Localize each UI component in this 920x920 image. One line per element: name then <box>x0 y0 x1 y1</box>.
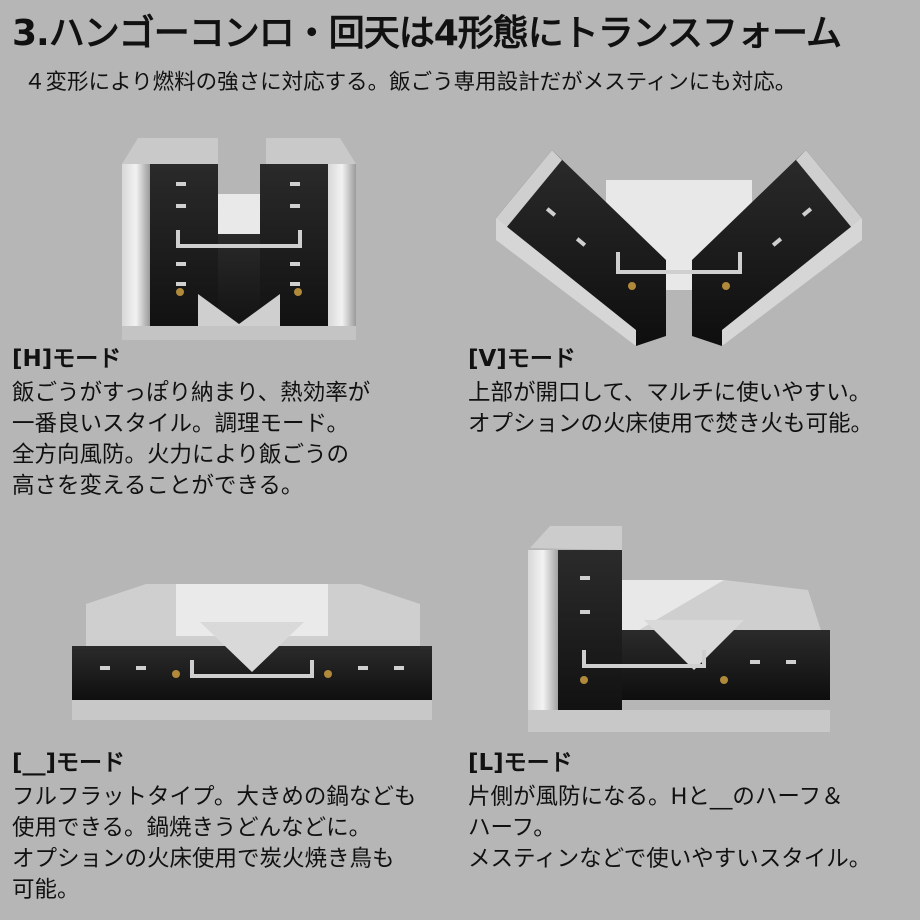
h-mode-line: 飯ごうがすっぽり納まり、熱効率が <box>12 380 371 406</box>
flat-mode-description: フルフラットタイプ。大きめの鍋なども 使用できる。鍋焼きうどんなどに。 オプショ… <box>12 782 462 906</box>
h-mode-stove-photo <box>118 134 360 346</box>
flat-mode-title: [__]モード <box>12 750 126 776</box>
v-mode-line: 上部が開口して、マルチに使いやすい。 <box>468 380 872 406</box>
page-title: 3.ハンゴーコンロ・回天は4形態にトランスフォーム <box>12 13 842 54</box>
v-mode-stove-photo <box>496 140 862 346</box>
v-mode-description: 上部が開口して、マルチに使いやすい。 オプションの火床使用で焚き火も可能。 <box>468 378 918 440</box>
h-mode-line: 一番良いスタイル。調理モード。 <box>12 411 350 437</box>
flat-mode-line: 可能。 <box>12 877 80 903</box>
l-mode-title: [L]モード <box>468 750 573 776</box>
flat-mode-line: 使用できる。鍋焼きうどんなどに。 <box>12 815 372 841</box>
flat-mode-line: オプションの火床使用で炭火焼き鳥も <box>12 846 395 872</box>
l-mode-line: ハーフ。 <box>468 815 556 841</box>
h-mode-description: 飯ごうがすっぽり納まり、熱効率が 一番良いスタイル。調理モード。 全方向風防。火… <box>12 378 452 502</box>
v-mode-line: オプションの火床使用で焚き火も可能。 <box>468 411 874 437</box>
h-mode-line: 全方向風防。火力により飯ごうの <box>12 442 350 468</box>
l-mode-line: メスティンなどで使いやすいスタイル。 <box>468 846 872 872</box>
l-mode-stove-illustration <box>528 526 830 732</box>
h-mode-title: [H]モード <box>12 346 122 372</box>
flat-mode-stove-photo <box>70 576 434 722</box>
flat-mode-line: フルフラットタイプ。大きめの鍋なども <box>12 784 417 810</box>
l-mode-stove-photo <box>524 520 830 734</box>
page-subtitle: ４変形により燃料の強さに対応する。飯ごう専用設計だがメスティンにも対応。 <box>24 70 797 95</box>
flat-mode-stove-illustration <box>72 584 432 720</box>
l-mode-line: 片側が風防になる。Hと__のハーフ＆ <box>468 784 844 810</box>
v-mode-stove-illustration <box>496 150 862 346</box>
l-mode-description: 片側が風防になる。Hと__のハーフ＆ ハーフ。 メスティンなどで使いやすいスタイ… <box>468 782 918 875</box>
h-mode-line: 高さを変えることができる。 <box>12 473 304 499</box>
h-mode-stove-illustration <box>122 138 356 340</box>
v-mode-title: [V]モード <box>468 346 576 372</box>
